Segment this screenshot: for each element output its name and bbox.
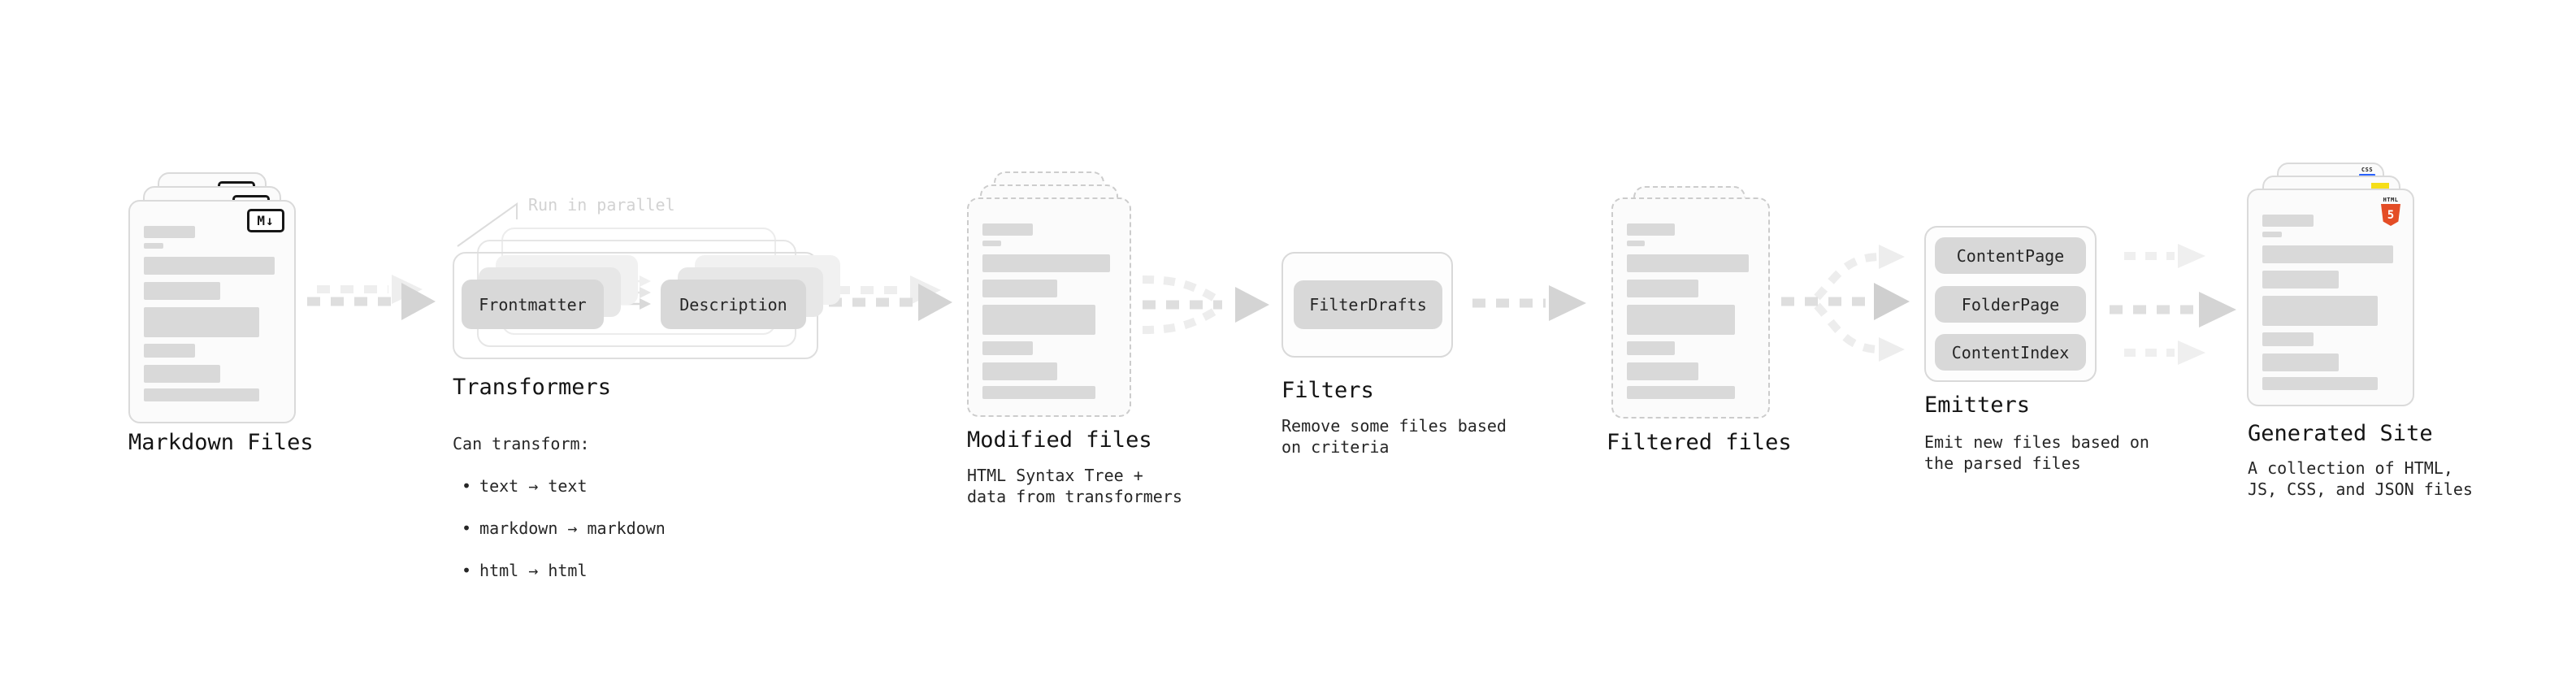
doc-text-lines bbox=[982, 223, 1118, 399]
generated-site-description: A collection of HTML, JS, CSS, and JSON … bbox=[2248, 458, 2473, 499]
doc-text-lines bbox=[144, 226, 283, 401]
run-in-parallel-annotation: Run in parallel bbox=[528, 195, 675, 215]
doc-text-lines bbox=[2262, 215, 2401, 390]
arrow-filtered-to-emitters bbox=[1781, 245, 1910, 362]
generated-html-file-card: HTML 5 bbox=[2247, 189, 2414, 406]
emitters-description: Emit new files based on the parsed files bbox=[1924, 432, 2149, 473]
markdown-file-card-front: M↓ bbox=[128, 200, 296, 423]
transform-bullet: •text → text bbox=[462, 476, 588, 496]
html5-badge-icon: HTML 5 bbox=[2379, 197, 2402, 226]
doc-text-lines bbox=[1627, 223, 1757, 399]
arrow-modified-to-filters bbox=[1142, 275, 1269, 334]
folderpage-pill: FolderPage bbox=[1935, 286, 2086, 323]
transform-bullet: •markdown → markdown bbox=[462, 518, 666, 538]
contentpage-pill: ContentPage bbox=[1935, 237, 2086, 274]
frontmatter-pill: Frontmatter bbox=[462, 280, 604, 329]
transformers-label: Transformers bbox=[453, 375, 612, 400]
description-pill: Description bbox=[661, 280, 806, 329]
emitters-label: Emitters bbox=[1924, 393, 2031, 418]
arrow-filters-to-filtered bbox=[1472, 285, 1586, 321]
filtered-file-card-front bbox=[1611, 197, 1770, 419]
contentindex-pill: ContentIndex bbox=[1935, 334, 2086, 371]
transform-bullet: •html → html bbox=[462, 561, 588, 580]
modified-files-description: HTML Syntax Tree + data from transformer… bbox=[967, 466, 1182, 506]
arrow-markdown-to-transformers bbox=[307, 275, 436, 320]
transformers-description-title: Can transform: bbox=[453, 434, 590, 453]
modified-files-label: Modified files bbox=[967, 427, 1152, 453]
filterdrafts-pill: FilterDrafts bbox=[1294, 280, 1442, 329]
markdown-badge-icon: M↓ bbox=[247, 209, 284, 232]
generated-site-label: Generated Site bbox=[2248, 421, 2433, 446]
transformers-description: Can transform: •text → text •markdown → … bbox=[453, 412, 666, 602]
filters-description: Remove some files based on criteria bbox=[1281, 416, 1507, 457]
filters-label: Filters bbox=[1281, 378, 1374, 403]
arrow-emitters-to-generated bbox=[2110, 244, 2236, 365]
markdown-files-label: Markdown Files bbox=[128, 430, 314, 455]
filtered-files-label: Filtered files bbox=[1607, 430, 1792, 455]
modified-file-card-front bbox=[967, 197, 1131, 417]
arrow-transformers-to-modified bbox=[829, 275, 952, 321]
